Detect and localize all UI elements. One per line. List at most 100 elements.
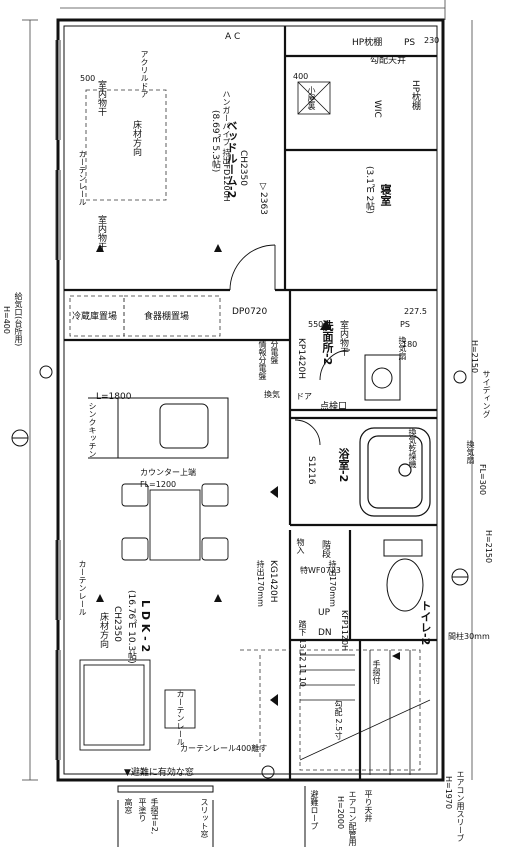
dim-227: 227.5 (404, 307, 427, 316)
dim-180: 180 (402, 340, 418, 349)
distribution-label: 分電盤 (270, 340, 279, 364)
door-check-label: 点検口 (320, 402, 348, 412)
escape-rope: 避難ロープ (310, 790, 319, 830)
ac-label: A C (225, 32, 241, 42)
door-swings (229, 244, 351, 446)
acrylic-label: アクリルドア (140, 50, 149, 98)
kp1420h-label: KP1420H (296, 338, 306, 380)
bedroom-name: 寝室 (379, 184, 392, 206)
sill-label: 平塗り (138, 798, 147, 822)
floor-direction-ldk: 床材方向 (98, 612, 108, 648)
hp-shelf-top-label: HP枕棚 (352, 38, 383, 48)
bath-dryer-label: 換気乾燥機 (408, 428, 417, 468)
ldk-area: (16.76㎡ 10.3帖) (126, 590, 136, 664)
wall-vent-label: 給気口(台所用) (14, 292, 23, 347)
h2150-right: H=2150 (484, 530, 493, 564)
dining-table (121, 483, 229, 561)
kitchen-counter (88, 397, 229, 459)
walls-note: 間柱30mm (448, 632, 490, 641)
h2000: H=2000 (336, 796, 345, 830)
aircon-pipe2: 平り天井 (364, 790, 373, 822)
interior-walls (64, 26, 437, 780)
h2150-top: H=2150 (470, 340, 479, 374)
dim-500: 500 (80, 74, 96, 83)
h1970: H=1970 (444, 776, 453, 810)
duct-right: エアコン用スリーブ (456, 770, 465, 842)
exterior-walls (55, 18, 445, 782)
dn-label: DN (318, 628, 332, 638)
bathtub (359, 427, 431, 517)
indoor-dryer-top: 室内物干 (96, 80, 106, 116)
curtain-ldk2: カーテンレール (176, 690, 185, 746)
high-window: 高窓 (124, 798, 133, 814)
counter-fl: FL=1200 (140, 480, 177, 489)
exterior-fittings (11, 365, 469, 847)
indoor-dryer-mid: 室内物干 (96, 215, 106, 251)
door-label: ドア (296, 392, 312, 401)
indoor-dryer-wash: 室内物干 (338, 320, 348, 356)
dim-2363: ▽2363 (258, 182, 268, 215)
slope-ceiling-label: 勾配天井 (370, 56, 407, 66)
vent-fan-label: 換気扇 (466, 440, 475, 464)
marker-label: 換気 (264, 390, 280, 399)
washroom-name: 洗面所-2 (321, 320, 334, 366)
sink-label: シンクキッチン (88, 402, 97, 458)
dashed-lines (69, 89, 421, 771)
wash-basin (364, 354, 401, 401)
storage-label: 物入 (296, 538, 305, 554)
bedroom-area: (3.1㎡ 2帖) (364, 166, 374, 214)
stairs (299, 650, 431, 775)
stair-steps: 踏下 13 12 11 10 (298, 620, 307, 687)
handrail-foot: 手摺H=2, (150, 798, 159, 835)
counter-label: カウンター上端 (140, 468, 196, 477)
vent-fl-label: FL=300 (478, 464, 487, 496)
exhaust-fan-label: 換気扇 (398, 336, 407, 360)
dp0720-label: DP0720 (232, 307, 268, 317)
toilet-name: トイレ-2 (419, 600, 432, 646)
kfp-label: KFP1120H (340, 610, 349, 652)
stair-gradient: 勾配 2.5寸 (334, 700, 343, 740)
ceiling-height-top: CH2350 (238, 150, 248, 186)
hp-shelf-side-label: HP枕棚 (410, 80, 420, 111)
bath-name: 浴室-2 (337, 448, 350, 483)
dim-400: 400 (293, 72, 309, 81)
attic-hatch (297, 81, 331, 115)
siding-label: サイディング (482, 370, 491, 418)
curtain-ldk1: カーテンレール (78, 560, 87, 616)
bedroom2-name: ベッドルーム-2 (225, 120, 238, 199)
wic-label: WIC (372, 100, 382, 118)
aircon-pipe: エアコン配管用 (348, 790, 357, 846)
window-rail: 手摺付 (372, 660, 381, 684)
door-0723: 特WF0723 (300, 566, 341, 575)
fixed-window: スリット窓 (200, 798, 209, 838)
pantry-label: 食器棚置場 (144, 312, 190, 322)
sofa (79, 659, 196, 751)
curtain-rail-top: カーテンレール (78, 150, 87, 206)
ps-mid-label: PS (400, 320, 410, 329)
dim-230: 230 (424, 36, 440, 45)
kg-label: KG1420H (268, 560, 278, 603)
ldk-name: L D K - 2 (139, 600, 152, 653)
bedroom2-area: (8.69㎡ 5.3帖) (210, 110, 220, 173)
h400-label: H=400 (2, 306, 11, 334)
toilet-fixture (383, 539, 424, 612)
ub-size: S1216 (306, 456, 316, 485)
ceiling-height-ldk: CH2350 (112, 606, 122, 642)
stair-label: 階段 (320, 540, 330, 558)
escape-window: ▼避難に有効な窓 (124, 768, 194, 778)
kitchen-length: L=1800 (96, 392, 132, 402)
up-label: UP (318, 608, 331, 618)
curtain-bottom: カーテンレール400離す (180, 744, 268, 753)
dimension-lines (22, 0, 473, 781)
attic-hatch-label: 小屋裏 (307, 86, 316, 110)
floor-direction-top: 床材方向 (131, 120, 141, 156)
direction-markers (96, 244, 400, 706)
distribution2-label: 情報分電盤 (258, 340, 267, 380)
kfp-note: 持出170mm (328, 560, 337, 607)
fridge-label: 冷蔵庫置場 (72, 312, 118, 322)
ps-top-label: PS (404, 38, 416, 48)
dim-550-a: 550 (308, 320, 324, 329)
hanger-pipe-note: ハンガーパイプ 持出FD1200H (222, 90, 231, 202)
kg-note: 持出170mm (256, 560, 265, 607)
